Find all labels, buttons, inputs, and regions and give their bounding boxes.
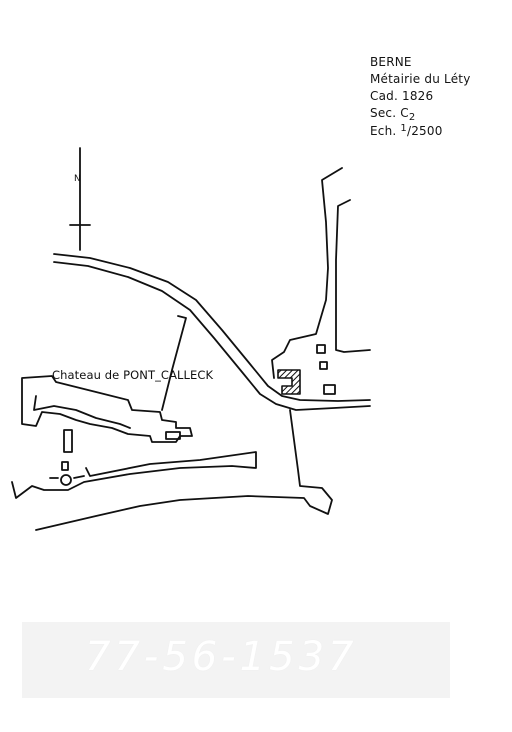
parcel-small-2 [323,384,336,395]
castle-tower [63,429,73,453]
archive-stamp-text: 77-56-1537 [85,634,358,680]
legend-cadastre-year: 1826 [401,89,434,103]
legend-scale-den: /2500 [406,124,443,138]
legend-section: Sec. C2 [370,105,471,123]
legend-scale-num: 1 [400,123,407,134]
parcel-line-west [161,315,187,411]
legend-scale: Ech. 1/2500 [370,123,471,141]
lower-avenue [11,451,257,499]
legend-scale-label: Ech. [370,124,397,138]
north-east-road [271,167,371,379]
north-label: N [74,174,81,184]
legend-place: Métairie du Léty [370,72,471,86]
south-road [35,409,333,531]
legend-section-letter: C [400,106,409,120]
castle-outbuilding [61,461,69,471]
main-road [53,253,371,411]
metairie-building [277,369,301,395]
parcel-small-1 [316,344,326,354]
castle-label: Chateau de PONT_CALLECK [52,368,214,382]
castle-inner-wall [33,395,131,429]
parcel-small-3 [319,361,328,370]
north-arrow [69,147,91,251]
legend-commune: BERNE [370,55,412,69]
castle-annex [165,431,181,440]
legend-section-number: 2 [408,112,416,123]
castle-well [60,474,72,486]
map-legend: BERNE Métairie du Léty Cad. 1826 Sec. C2… [370,54,471,141]
castle-small-marks [49,475,85,479]
legend-section-label: Sec. [370,106,397,120]
archive-stamp [22,622,450,698]
legend-cadastre-label: Cad. [370,89,398,103]
legend-cadastre: Cad. 1826 [370,88,471,105]
